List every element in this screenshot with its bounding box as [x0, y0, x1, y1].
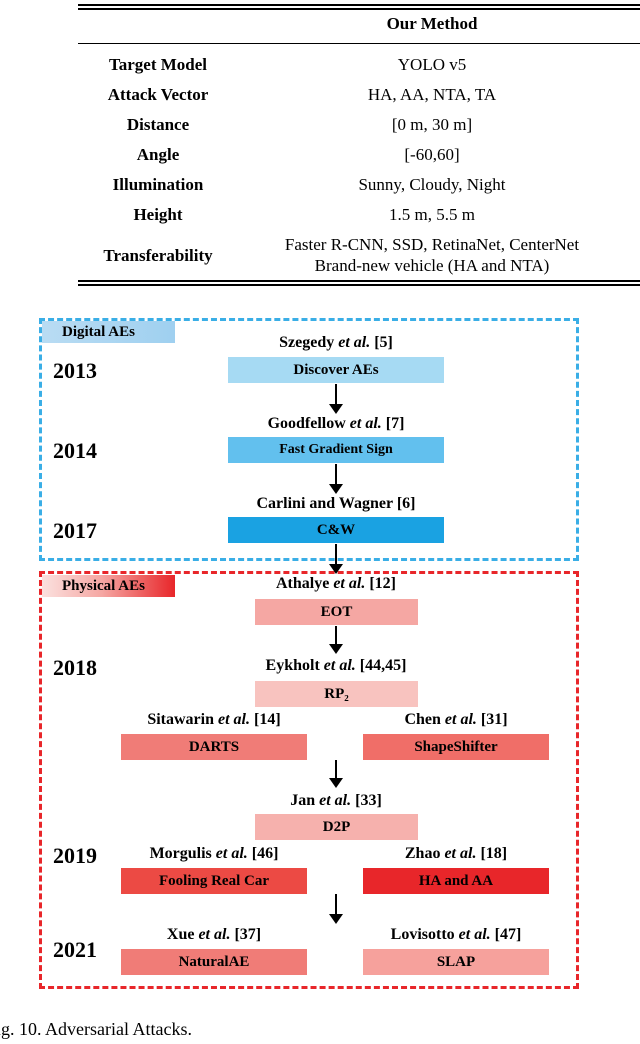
method-discover-aes: Discover AEs [228, 357, 444, 383]
author-chen: Chen et al. [31] [404, 711, 508, 728]
author-morgulis: Morgulis et al. [46] [149, 845, 279, 862]
method-eot: EOT [255, 599, 418, 625]
arrow-2019-2021 [329, 894, 343, 924]
method-naturalae: NaturalAE [121, 949, 307, 975]
table-header: Our Method [386, 14, 478, 33]
author-xue: Xue et al. [37] [166, 926, 262, 943]
physical-aes-tag: Physical AEs [42, 575, 175, 597]
arrow-digital-physical [329, 544, 343, 574]
author-goodfellow: Goodfellow et al. [7] [267, 415, 405, 432]
method-fooling-real-car: Fooling Real Car [121, 868, 307, 894]
method-rp2: RP₂ [255, 681, 418, 707]
table-bottom-rule [78, 280, 640, 282]
author-zhao: Zhao et al. [18] [404, 845, 508, 862]
row-label-transferability: Transferability [103, 246, 213, 265]
arrow-2018-d2p [329, 760, 343, 788]
row-label-height: Height [133, 205, 183, 224]
figure-caption: ig. 10. Adversarial Attacks. [0, 1019, 192, 1039]
method-darts: DARTS [121, 734, 307, 760]
table-header-rule [78, 43, 640, 44]
arrow-2013-2014 [329, 384, 343, 414]
row-label-illumination: Illumination [112, 175, 204, 194]
method-slap: SLAP [363, 949, 549, 975]
row-label-angle: Angle [136, 145, 180, 164]
author-szegedy: Szegedy et al. [5] [279, 334, 393, 351]
author-carlini-wagner: Carlini and Wagner [6] [256, 495, 416, 512]
method-shapeshifter: ShapeShifter [363, 734, 549, 760]
table-top-rule-2 [78, 8, 640, 10]
author-jan: Jan et al. [33] [290, 792, 382, 809]
row-label-attack-vector: Attack Vector [107, 85, 209, 104]
author-athalye: Athalye et al. [12] [276, 575, 396, 592]
year-2014: 2014 [53, 438, 97, 463]
digital-aes-tag: Digital AEs [42, 321, 175, 343]
row-value-attack-vector: HA, AA, NTA, TA [367, 85, 497, 104]
author-sitawarin: Sitawarin et al. [14] [147, 711, 281, 728]
author-lovisotto: Lovisotto et al. [47] [390, 926, 522, 943]
year-2018: 2018 [53, 655, 97, 680]
year-2021: 2021 [53, 937, 97, 962]
row-value-transferability-line2: Brand-new vehicle (HA and NTA) [314, 256, 550, 275]
method-d2p: D2P [255, 814, 418, 840]
row-label-target-model: Target Model [108, 55, 208, 74]
row-value-target-model: YOLO v5 [397, 55, 467, 74]
row-value-distance: [0 m, 30 m] [391, 115, 473, 134]
year-2019: 2019 [53, 843, 97, 868]
table-bottom-rule-2 [78, 284, 640, 286]
row-label-distance: Distance [126, 115, 190, 134]
method-cw: C&W [228, 517, 444, 543]
arrow-2014-2017 [329, 464, 343, 494]
year-2017: 2017 [53, 518, 97, 543]
physical-aes-frame [39, 571, 579, 989]
table-top-rule [78, 4, 640, 6]
year-2013: 2013 [53, 358, 97, 383]
row-value-height: 1.5 m, 5.5 m [389, 205, 475, 224]
author-eykholt: Eykholt et al. [44,45] [265, 657, 407, 674]
arrow-eot-rp2 [329, 626, 343, 654]
digital-aes-frame [39, 318, 579, 561]
row-value-illumination: Sunny, Cloudy, Night [358, 175, 506, 194]
method-ha-and-aa: HA and AA [363, 868, 549, 894]
method-fast-gradient-sign: Fast Gradient Sign [228, 437, 444, 463]
row-value-transferability: Faster R-CNN, SSD, RetinaNet, CenterNet [284, 235, 580, 254]
row-value-angle: [-60,60] [404, 145, 460, 164]
